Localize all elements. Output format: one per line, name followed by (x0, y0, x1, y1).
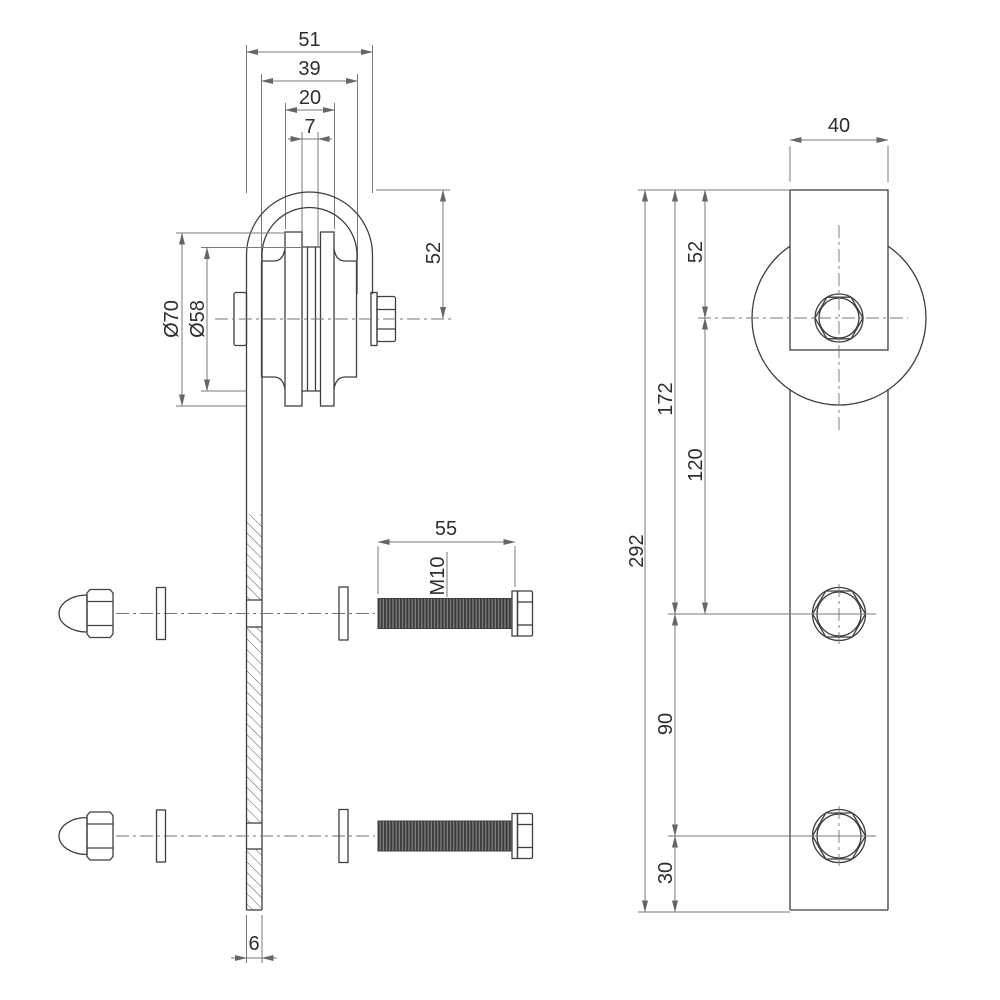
dim-label-strap-thickness: 6 (248, 933, 259, 955)
dim-label-top-to-axle: 52 (423, 242, 445, 264)
dim-label-thread: M10 (427, 557, 449, 596)
cap-nut-2 (58, 811, 114, 861)
bolt-1-thread (377, 598, 513, 629)
dim-label-flange-width: 20 (299, 87, 321, 109)
dim-label-hole-spacing: 90 (655, 713, 677, 735)
front-view: 40 292 172 90 30 52 120 (626, 115, 927, 913)
dim-label-wheel-diameter: Ø70 (161, 300, 183, 338)
bolt-dimensions: 55 M10 (377, 518, 516, 597)
hanger-strap-side (245, 255, 263, 911)
dim-label-center-to-first-hole: 120 (685, 448, 707, 481)
dim-label-top-to-wheel-center: 52 (685, 241, 707, 263)
dim-label-hub-width: 39 (298, 58, 320, 80)
strap-thickness-dimension: 6 (231, 915, 277, 963)
side-height-dimension: 52 (376, 189, 450, 319)
dim-label-shackle-width: 51 (298, 29, 320, 51)
hanger-strap-front (789, 389, 889, 911)
diameter-dimensions: Ø70 Ø58 (161, 232, 301, 407)
strap-hatch-upper (247, 514, 262, 600)
fasteners: 55 M10 (58, 518, 534, 864)
dim-label-strap-width: 40 (828, 115, 850, 137)
shackle (245, 191, 374, 294)
dim-label-strap-length: 292 (626, 534, 648, 567)
wheel-flange-left (284, 231, 303, 407)
dim-label-groove-diameter: Ø58 (187, 300, 209, 338)
bolt-2 (377, 812, 534, 860)
bolt-2-head (516, 812, 534, 860)
side-view: 51 39 20 7 (161, 29, 452, 963)
dim-label-groove-width: 7 (304, 116, 315, 138)
bolt-2-flange (511, 812, 519, 860)
washer-1a (155, 586, 167, 641)
cap-nut-1 (58, 588, 114, 639)
bolt-1-head (516, 590, 534, 637)
washer-2a (155, 809, 167, 863)
front-dimensions: 40 292 172 90 30 52 120 (626, 115, 889, 913)
strap-hatch-lower (247, 849, 262, 910)
bolt-2-thread (377, 820, 513, 852)
strap-hatch-middle (247, 627, 262, 823)
washer-2b (338, 808, 349, 864)
dim-label-bolt-length: 55 (435, 518, 457, 540)
bolt-1-flange (511, 590, 519, 637)
washer-1b (338, 586, 349, 641)
dim-label-top-to-first-hole: 172 (655, 382, 677, 415)
wheel-hub-right (333, 248, 358, 390)
dim-label-hole-to-bottom: 30 (655, 862, 677, 884)
side-top-dimensions: 51 39 20 7 (246, 29, 373, 260)
bolt-1 (377, 590, 534, 637)
